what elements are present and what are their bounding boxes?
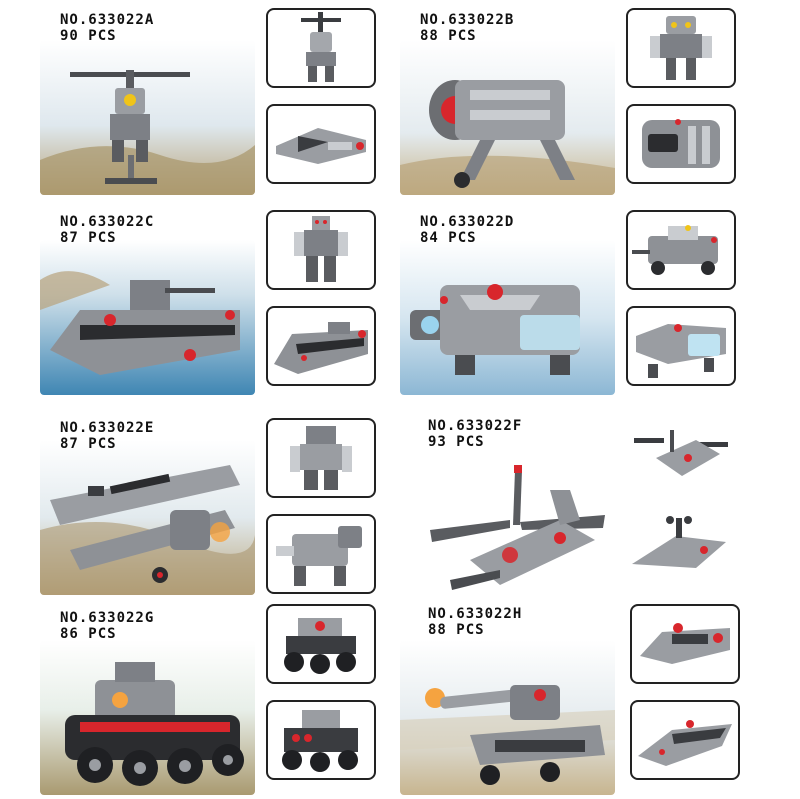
hero-image-f — [410, 450, 615, 600]
variant-thumb-b2 — [626, 104, 736, 184]
model-number-a: NO.633022A — [60, 12, 155, 28]
variant-thumb-a2 — [266, 104, 376, 184]
piece-count-a: 90 PCS — [60, 28, 117, 44]
set-label-f: NO.633022F 93 PCS — [428, 418, 522, 450]
variant-thumb-c1 — [266, 210, 376, 290]
hero-image-e — [40, 440, 255, 595]
set-label-g: NO.633022G 86 PCS — [60, 610, 154, 642]
set-label-d: NO.633022D 84 PCS — [420, 214, 514, 246]
model-number-b: NO.633022B — [420, 12, 515, 28]
piece-count-h: 88 PCS — [428, 622, 485, 638]
variant-thumb-f1 — [626, 418, 736, 498]
hero-image-c — [40, 240, 255, 395]
variant-thumb-d1 — [626, 210, 736, 290]
variant-thumb-c2 — [266, 306, 376, 386]
set-label-e: NO.633022E 87 PCS — [60, 420, 154, 452]
variant-thumb-d2 — [626, 306, 736, 386]
model-number-c: NO.633022C — [60, 214, 155, 230]
variant-thumb-e2 — [266, 514, 376, 594]
set-label-b: NO.633022B 88 PCS — [420, 12, 514, 44]
variant-thumb-g1 — [266, 604, 376, 684]
piece-count-d: 84 PCS — [420, 230, 477, 246]
set-label-c: NO.633022C 87 PCS — [60, 214, 154, 246]
piece-count-g: 86 PCS — [60, 626, 117, 642]
hero-image-h — [400, 640, 615, 795]
model-number-h: NO.633022H — [428, 606, 523, 622]
piece-count-e: 87 PCS — [60, 436, 117, 452]
set-label-a: NO.633022A 90 PCS — [60, 12, 154, 44]
hero-image-b — [400, 40, 615, 195]
variant-thumb-h1 — [630, 604, 740, 684]
variant-thumb-a1 — [266, 8, 376, 88]
model-number-g: NO.633022G — [60, 610, 155, 626]
variant-thumb-e1 — [266, 418, 376, 498]
set-label-h: NO.633022H 88 PCS — [428, 606, 522, 638]
piece-count-c: 87 PCS — [60, 230, 117, 246]
hero-image-d — [400, 240, 615, 395]
variant-thumb-b1 — [626, 8, 736, 88]
model-number-d: NO.633022D — [420, 214, 515, 230]
piece-count-b: 88 PCS — [420, 28, 477, 44]
hero-image-g — [40, 640, 255, 795]
model-number-f: NO.633022F — [428, 418, 523, 434]
hero-image-a — [40, 40, 255, 195]
model-number-e: NO.633022E — [60, 420, 155, 436]
piece-count-f: 93 PCS — [428, 434, 485, 450]
variant-thumb-h2 — [630, 700, 740, 780]
variant-thumb-f2 — [626, 506, 736, 586]
variant-thumb-g2 — [266, 700, 376, 780]
